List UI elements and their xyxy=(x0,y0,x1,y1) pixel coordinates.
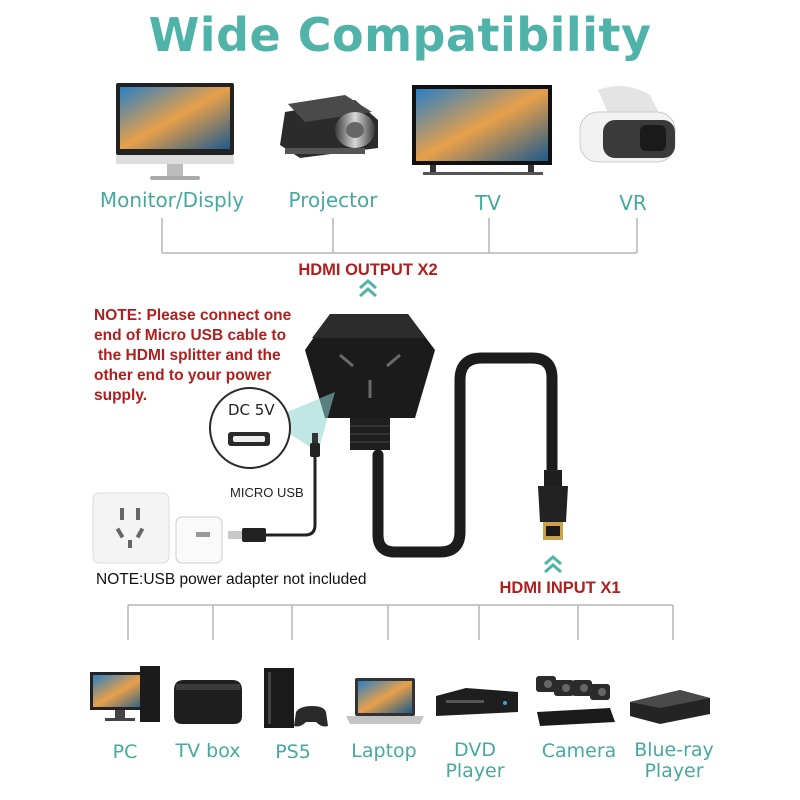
projector-icon xyxy=(280,95,378,158)
note-line: the HDMI splitter and the xyxy=(98,347,281,364)
monitor-icon xyxy=(116,83,234,180)
callout-beam xyxy=(268,392,335,452)
dvd-player-icon xyxy=(436,688,518,716)
note-line: end of Micro USB cable to xyxy=(94,327,287,344)
page-title: Wide Compatibility xyxy=(148,8,652,62)
label-line: Player xyxy=(445,760,505,782)
note-line: NOTE: Please connect one xyxy=(94,307,292,324)
device-label-monitor: Monitor/Disply xyxy=(99,188,245,212)
hdmi-splitter xyxy=(305,314,435,450)
input-chevron-icon xyxy=(544,555,562,574)
hdmi-input-plug xyxy=(538,470,568,540)
output-chevron-icon xyxy=(359,279,377,298)
blu-ray-player-icon xyxy=(630,690,710,724)
micro-usb-cable xyxy=(228,433,320,542)
label-line: DVD xyxy=(454,739,496,761)
tv-icon xyxy=(412,85,552,175)
hdmi-output-label: HDMI OUTPUT X2 xyxy=(298,261,438,279)
output-bracket xyxy=(161,218,638,254)
input-bracket xyxy=(127,604,674,640)
laptop-icon xyxy=(346,678,424,724)
device-label-laptop: Laptop xyxy=(351,740,417,762)
dc-port-label: DC 5V xyxy=(228,401,275,419)
label-line: Blue-ray xyxy=(634,739,714,761)
usb-adapter-icon xyxy=(175,516,223,564)
device-label-tv: TV xyxy=(475,191,501,215)
note-power-connection: NOTE: Please connect one end of Micro US… xyxy=(94,306,314,406)
note-line: other end to your power xyxy=(94,367,272,384)
device-label-blu-ray-player: Blue-ray Player xyxy=(626,740,722,782)
device-label-ps5: PS5 xyxy=(275,741,311,763)
camera-icon xyxy=(536,676,615,726)
hdmi-cable xyxy=(372,352,558,558)
vr-headset-icon xyxy=(579,86,676,163)
pc-icon xyxy=(90,666,160,722)
device-label-projector: Projector xyxy=(288,188,378,212)
device-label-vr: VR xyxy=(619,191,647,215)
tv-box-icon xyxy=(174,680,242,724)
device-label-dvd-player: DVD Player xyxy=(440,740,510,782)
hdmi-input-label: HDMI INPUT X1 xyxy=(499,579,621,597)
dc-port-callout xyxy=(209,387,291,469)
device-label-pc: PC xyxy=(112,741,138,763)
micro-usb-label: MICRO USB xyxy=(230,485,304,500)
note-line: supply. xyxy=(94,387,148,404)
device-label-tv-box: TV box xyxy=(175,740,241,762)
label-line: Player xyxy=(644,760,704,782)
wall-socket-icon xyxy=(92,492,170,564)
device-label-camera: Camera xyxy=(541,740,617,762)
ps5-icon xyxy=(264,668,328,728)
note-adapter: NOTE:USB power adapter not included xyxy=(96,571,367,588)
